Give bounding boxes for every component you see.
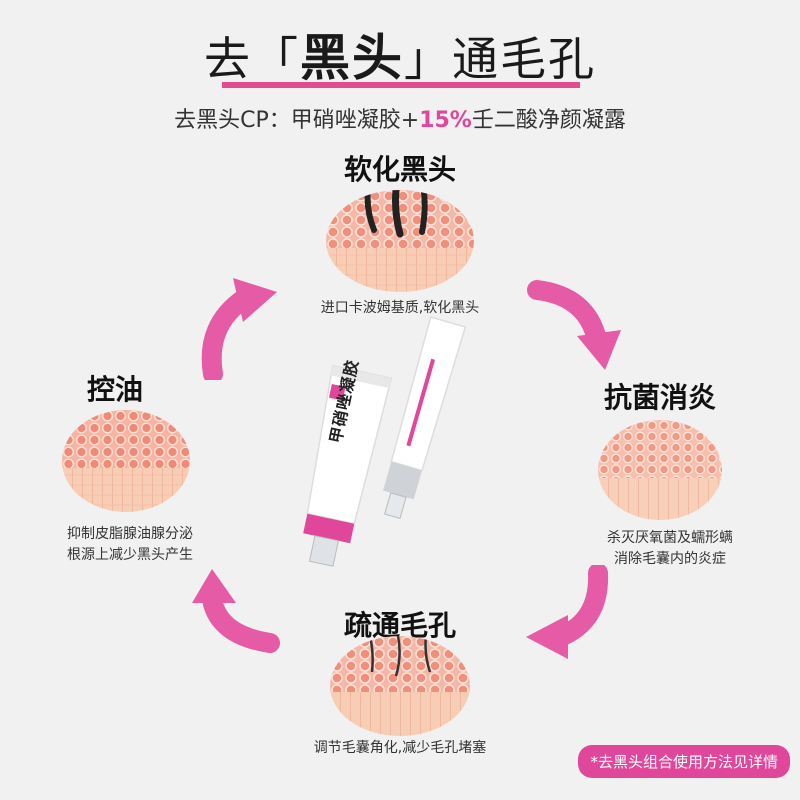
stage-soften-title: 软化黑头 — [343, 153, 456, 186]
stage-antibacterial-desc-line2: 消除毛囊内的炎症 — [614, 551, 726, 567]
stage-unclog-desc: 调节毛囊角化,减少毛孔堵塞 — [313, 740, 487, 756]
subtitle-suffix: 壬二酸净颜凝露 — [471, 108, 626, 133]
title-part1: 去 — [204, 32, 252, 86]
title-underline — [222, 82, 580, 88]
stage-oil-control-desc-line1: 抑制皮脂腺油腺分泌 — [67, 526, 193, 542]
stage-oil-control-title: 控油 — [86, 373, 143, 406]
subtitle-prefix: 去黑头CP：甲硝唑凝胶+ — [174, 108, 420, 133]
skin-illustration-soften — [326, 190, 474, 292]
title-bracket-open: 「 — [252, 32, 300, 86]
footer-note: *去黑头组合使用方法见详情 — [578, 745, 790, 778]
stage-oil-control-desc: 抑制皮脂腺油腺分泌 根源上减少黑头产生 — [40, 524, 220, 566]
skin-illustration-unclog — [330, 636, 470, 736]
product-tubes — [303, 316, 467, 567]
arrow-bottom-to-left-icon — [192, 569, 280, 653]
title-bracket-close: 」 — [404, 32, 452, 86]
skin-illustration-oil-control — [62, 410, 190, 512]
stage-antibacterial-desc-line1: 杀灭厌氧菌及蠕形螨 — [607, 530, 733, 546]
subtitle: 去黑头CP：甲硝唑凝胶+15%壬二酸净颜凝露 — [0, 102, 800, 134]
stage-soften-desc: 进口卡波姆基质,软化黑头 — [320, 300, 480, 316]
title-bold: 黑头 — [300, 29, 404, 87]
stage-antibacterial-desc: 杀灭厌氧菌及蠕形螨 消除毛囊内的炎症 — [580, 528, 760, 570]
title-part2: 通毛孔 — [452, 32, 596, 86]
stage-oil-control-desc-line2: 根源上减少黑头产生 — [67, 547, 193, 563]
arrow-top-to-right-icon — [527, 280, 621, 370]
subtitle-highlight: 15% — [419, 108, 472, 133]
arrow-right-to-bottom-icon — [526, 565, 609, 659]
page-title: 去「黑头」通毛孔 — [0, 18, 800, 90]
arrow-left-to-top-icon — [201, 278, 277, 380]
skin-illustration-antibacterial — [598, 420, 722, 520]
stage-antibacterial-title: 抗菌消炎 — [603, 381, 716, 414]
